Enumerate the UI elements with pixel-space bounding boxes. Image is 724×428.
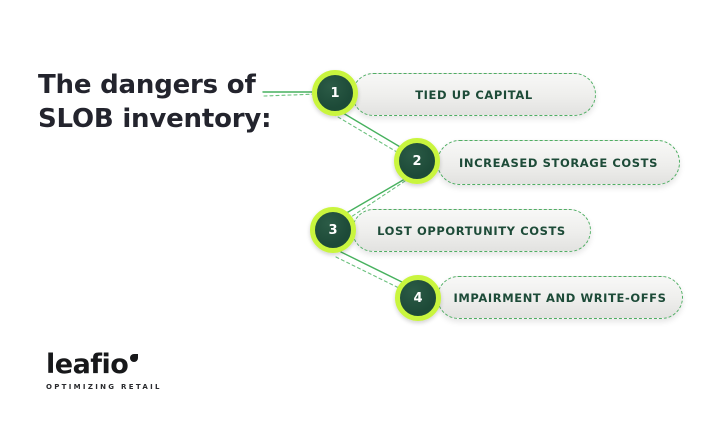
danger-pill-label: IMPAIRMENT AND WRITE-OFFS bbox=[453, 290, 667, 305]
page-title-line2: SLOB inventory: bbox=[38, 104, 272, 134]
danger-pill-impairment-and-write-offs: IMPAIRMENT AND WRITE-OFFS bbox=[437, 276, 683, 319]
step-badge-1: 1 bbox=[312, 70, 358, 116]
step-number: 4 bbox=[413, 290, 423, 306]
danger-pill-label: INCREASED STORAGE COSTS bbox=[458, 155, 659, 170]
danger-pill-label: TIED UP CAPITAL bbox=[415, 87, 533, 102]
connector-title-to-1-dashed bbox=[263, 93, 319, 97]
step-badge-2: 2 bbox=[394, 138, 440, 184]
step-badge-3: 3 bbox=[310, 207, 356, 253]
page-title: The dangers of SLOB inventory: bbox=[38, 68, 272, 136]
danger-pill-increased-storage-costs: INCREASED STORAGE COSTS bbox=[437, 140, 680, 185]
step-number: 1 bbox=[330, 85, 340, 101]
connector-2-to-3-dashed bbox=[347, 180, 406, 220]
connector-3-to-4-dashed bbox=[335, 256, 402, 290]
connector-3-to-4 bbox=[340, 251, 407, 285]
page-title-line1: The dangers of bbox=[38, 70, 256, 100]
leafio-wordmark-text: leafio bbox=[46, 349, 129, 380]
connector-2-to-3 bbox=[342, 175, 411, 216]
step-number: 3 bbox=[328, 222, 338, 238]
leafio-logo: leafio OPTIMIZING RETAIL bbox=[46, 351, 162, 392]
danger-pill-tied-up-capital: TIED UP CAPITAL bbox=[352, 73, 596, 116]
connector-1-to-2-dashed bbox=[332, 113, 408, 159]
leafio-tagline: OPTIMIZING RETAIL bbox=[46, 383, 162, 391]
step-number: 2 bbox=[412, 153, 422, 169]
leaf-icon bbox=[130, 354, 139, 362]
danger-pill-lost-opportunity-costs: LOST OPPORTUNITY COSTS bbox=[352, 209, 591, 252]
step-badge-4: 4 bbox=[395, 275, 441, 321]
danger-pill-label: LOST OPPORTUNITY COSTS bbox=[377, 223, 566, 238]
leafio-wordmark: leafio bbox=[46, 351, 162, 379]
